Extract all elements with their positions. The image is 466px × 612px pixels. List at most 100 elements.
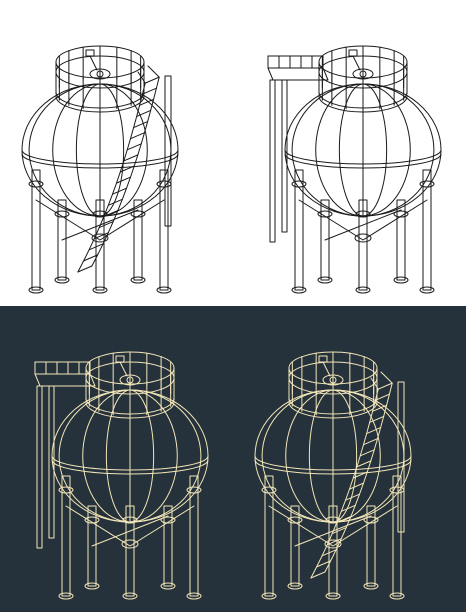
sphere-meridian [308, 389, 334, 523]
stair-tread [372, 404, 388, 412]
vent-pipe [322, 361, 331, 377]
support-leg [264, 475, 274, 597]
spherical-tank-drawing-light-stair [0, 0, 233, 306]
support-leg [290, 505, 300, 587]
support-leg [396, 199, 406, 281]
support-leg [328, 505, 338, 597]
leg-base-plate [419, 286, 435, 294]
leg-flange [363, 516, 379, 524]
leg-base-plate [325, 592, 341, 600]
stair-tread [321, 549, 337, 557]
sphere-equator [284, 153, 442, 169]
leg-bracing [65, 505, 195, 547]
support-leg [95, 199, 105, 291]
stair-tread [130, 132, 146, 140]
leg-flange [325, 516, 341, 524]
sphere-meridian [129, 389, 178, 523]
sphere-meridian [99, 83, 148, 217]
bottom-nozzle [324, 539, 342, 549]
leg-flange [389, 486, 405, 494]
stair-tread [133, 121, 149, 129]
stair-tread [107, 198, 123, 206]
sphere-equator [51, 459, 209, 475]
tank-drawing-svg [21, 45, 179, 294]
stair-tread [136, 109, 152, 117]
tank-group [34, 351, 209, 600]
leg-flange [393, 210, 409, 218]
leg-flange [122, 516, 138, 524]
leg-flange [58, 486, 74, 494]
tank-group [267, 45, 442, 294]
leg-bracing [298, 199, 428, 241]
leg-flange [186, 486, 202, 494]
tank-drawing-svg [254, 351, 412, 600]
stair-tread [345, 493, 361, 501]
bottom-nozzle [121, 539, 139, 549]
leg-flange [156, 180, 172, 188]
leg-base-plate [389, 592, 405, 600]
sphere-meridian [52, 83, 101, 217]
leg-bracing [324, 209, 402, 241]
leg-flange [419, 180, 435, 188]
stair-stringer [324, 371, 393, 573]
leg-base-plate [291, 286, 307, 294]
valve-wheel [126, 376, 134, 384]
leg-base-plate [58, 592, 74, 600]
support-leg [159, 169, 169, 291]
leg-base-plate [54, 276, 70, 284]
leg-base-plate [28, 286, 44, 294]
stair-tread [144, 76, 160, 84]
stair-tread [359, 449, 375, 457]
top-nozzle [119, 374, 141, 386]
leg-bracing [268, 505, 398, 547]
top-nozzle [89, 68, 111, 80]
leg-base-plate [261, 592, 277, 600]
spherical-tank-drawing-dark-stair [233, 306, 466, 612]
stair-support-column [397, 381, 405, 533]
stair-tread [115, 176, 131, 184]
relief-valve [115, 355, 125, 363]
leg-flange [160, 516, 176, 524]
leg-flange [84, 516, 100, 524]
leg-flange [54, 210, 70, 218]
sphere-meridian [338, 83, 364, 217]
light-blueprint-panel [0, 0, 442, 306]
leg-bracing [35, 199, 165, 241]
leg-flange [130, 210, 146, 218]
leg-flange [28, 180, 44, 188]
vent-pipe [89, 55, 98, 71]
dark-blueprint-panel [0, 306, 466, 612]
sphere-meridian [129, 389, 155, 523]
support-leg [87, 505, 97, 587]
sphere-meridian [75, 83, 101, 217]
support-leg [320, 199, 330, 281]
side-platform [267, 67, 329, 81]
leg-base-plate [393, 276, 409, 284]
sphere-meridian [362, 83, 388, 217]
stair-tread [83, 254, 99, 262]
leg-base-plate [160, 582, 176, 590]
stair-tread [98, 221, 114, 229]
stair-tread [377, 382, 393, 390]
stair-tread [88, 243, 104, 251]
support-leg [294, 169, 304, 291]
valve-wheel [329, 376, 337, 384]
leg-base-plate [287, 582, 303, 590]
support-leg [358, 199, 368, 291]
platform-column [48, 385, 55, 539]
stair-tread [316, 560, 332, 568]
vent-pipe [352, 55, 361, 71]
tank-group [21, 45, 179, 294]
stair-tread [326, 538, 342, 546]
stair-tread [139, 98, 155, 106]
spherical-tank-drawing-dark-platform [0, 306, 233, 612]
top-platform-edge [318, 95, 408, 113]
sphere-meridian [332, 389, 358, 523]
leg-base-plate [122, 592, 138, 600]
leg-base-plate [186, 592, 202, 600]
stair-tread [93, 232, 109, 240]
sphere-meridian [332, 389, 381, 523]
stair-stringer [91, 65, 160, 267]
bottom-nozzle [354, 233, 372, 243]
sphere-meridian [82, 389, 131, 523]
